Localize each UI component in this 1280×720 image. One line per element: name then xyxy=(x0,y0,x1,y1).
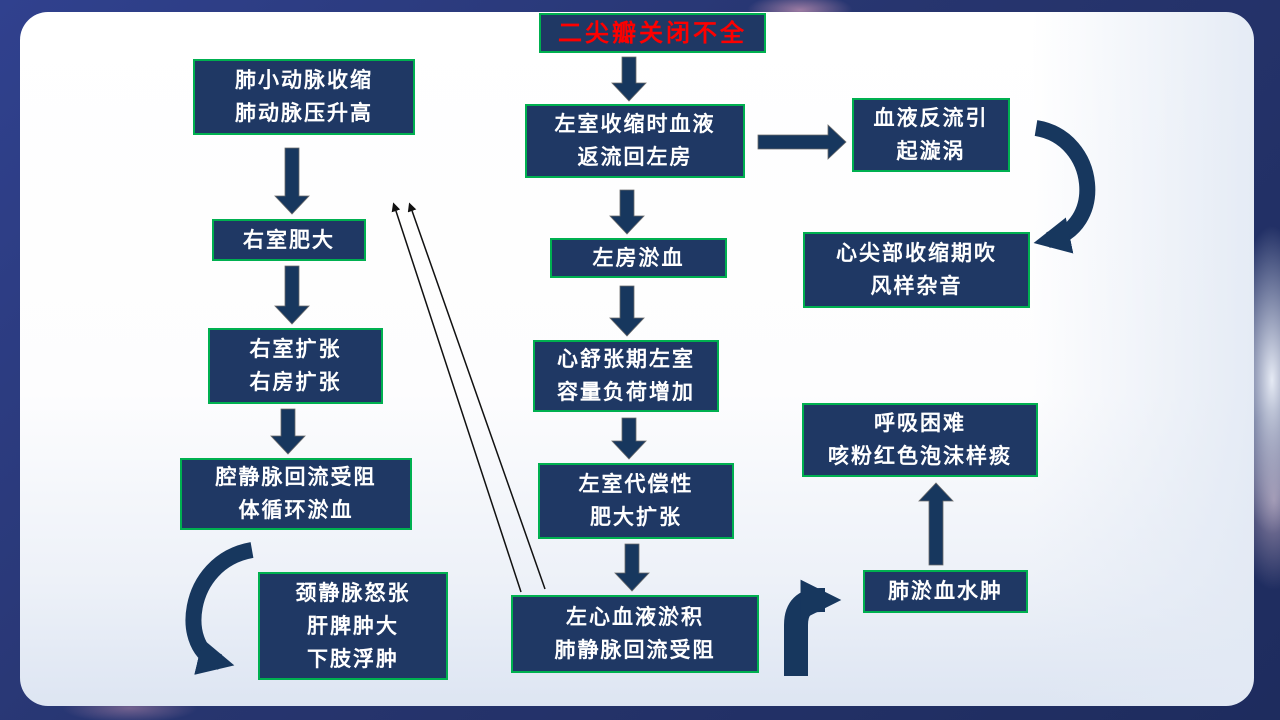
node-vena-cava-obstruction: 腔静脉回流受阻 体循环淤血 xyxy=(180,458,412,530)
node-rv-hypertrophy: 右室肥大 xyxy=(212,219,366,261)
node-text: 肺淤血水肿 xyxy=(888,580,1003,603)
node-pulmonary-congestion-edema: 肺淤血水肿 xyxy=(863,570,1028,613)
node-rv-ra-dilation: 右室扩张 右房扩张 xyxy=(208,328,383,404)
node-dyspnea-pink-sputum: 呼吸困难 咳粉红色泡沫样痰 xyxy=(802,403,1038,477)
node-text: 左房淤血 xyxy=(592,246,685,270)
node-lv-systolic-regurgitation: 左室收缩时血液 返流回左房 xyxy=(525,104,745,178)
node-text: 肥大扩张 xyxy=(590,506,682,529)
node-text: 容量负荷增加 xyxy=(557,381,695,404)
node-text: 左室收缩时血液 xyxy=(554,113,716,136)
node-text: 左室代偿性 xyxy=(578,473,694,496)
node-text: 咳粉红色泡沫样痰 xyxy=(828,445,1012,468)
node-pulmonary-arteriole-constriction: 肺小动脉收缩 肺动脉压升高 xyxy=(193,59,415,135)
node-text: 右房扩张 xyxy=(249,371,342,394)
node-text: 肺小动脉收缩 xyxy=(235,69,373,92)
node-text: 二尖瓣关闭不全 xyxy=(558,19,747,47)
node-text: 右室肥大 xyxy=(243,228,335,252)
node-la-congestion: 左房淤血 xyxy=(550,238,727,278)
node-mitral-insufficiency-title: 二尖瓣关闭不全 xyxy=(539,13,766,53)
node-text: 肺动脉压升高 xyxy=(235,102,373,125)
node-left-heart-stasis: 左心血液淤积 肺静脉回流受阻 xyxy=(511,595,759,673)
node-text: 血液反流引 xyxy=(873,107,989,130)
node-lv-compensatory-hypertrophy: 左室代偿性 肥大扩张 xyxy=(538,463,734,539)
node-text: 返流回左房 xyxy=(577,146,693,169)
node-jugular-distension-systemic: 颈静脉怒张 肝脾肿大 下肢浮肿 xyxy=(258,572,448,680)
node-text: 颈静脉怒张 xyxy=(295,581,411,605)
node-regurgitation-vortex: 血液反流引 起漩涡 xyxy=(852,98,1010,172)
node-text: 呼吸困难 xyxy=(874,412,966,435)
node-text: 体循环淤血 xyxy=(238,499,354,522)
node-text: 下肢浮肿 xyxy=(307,647,399,671)
node-text: 腔静脉回流受阻 xyxy=(215,466,377,489)
node-diastolic-volume-overload: 心舒张期左室 容量负荷增加 xyxy=(533,340,719,412)
node-text: 肺静脉回流受阻 xyxy=(554,639,716,662)
node-text: 肝脾肿大 xyxy=(307,614,399,638)
node-text: 风样杂音 xyxy=(870,275,963,298)
node-text: 右室扩张 xyxy=(249,338,342,361)
node-text: 左心血液淤积 xyxy=(566,606,704,629)
node-text: 心舒张期左室 xyxy=(557,348,695,371)
node-text: 起漩涡 xyxy=(896,140,966,163)
node-apical-systolic-murmur: 心尖部收缩期吹 风样杂音 xyxy=(803,232,1030,308)
node-text: 心尖部收缩期吹 xyxy=(836,242,997,265)
